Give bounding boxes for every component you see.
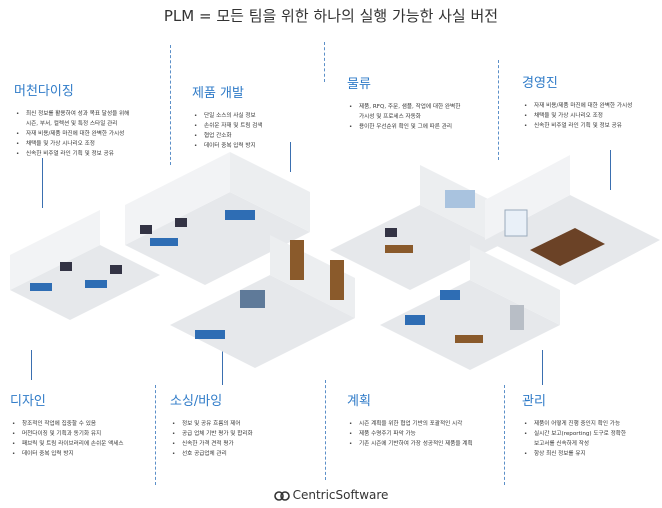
bullet-cont: 시즌, 부서, 컬렉션 및 특정 스타일 관리	[26, 119, 129, 129]
bullet: 공급 업체 기반 평가 및 합리화	[172, 429, 253, 439]
bullet: 채택율 및 가상 시나리오 조정	[524, 111, 632, 121]
executive-room	[485, 155, 660, 285]
bullet: 제품, RFQ, 주문, 샘플, 작업에 대한 완벽한	[349, 102, 460, 112]
section-management: 관리 제품이 어떻게 진행 중인지 확인 가능 실시간 보고(reporting…	[522, 390, 626, 459]
bullet: 데이터 중복 입력 방지	[194, 141, 263, 151]
section-executives: 경영진 자재 비용/제품 마진에 대한 완벽한 가시성 채택율 및 가상 시나리…	[522, 72, 632, 131]
connector-line	[610, 150, 611, 190]
bullet: 데이터 중복 입력 방지	[12, 449, 124, 459]
product-dev-room	[125, 152, 310, 285]
bullet: 자재 비용/제품 마진에 대한 완벽한 가시성	[16, 129, 129, 139]
planning-room	[380, 245, 560, 370]
bullet: 시즌 계획을 위한 협업 기반의 포괄적인 시각	[349, 419, 473, 429]
bullet-text: 시즌, 부서, 컬렉션 및 특정 스타일 관리	[26, 121, 118, 127]
section-heading: 물류	[347, 77, 371, 92]
connector-line	[222, 345, 223, 385]
bullet-cont: 가시성 및 프로세스 자동화	[359, 112, 460, 122]
section-heading: 디자인	[10, 394, 46, 409]
connector-line	[31, 350, 32, 380]
section-logistics: 물류 제품, RFQ, 주문, 샘플, 작업에 대한 완벽한 가시성 및 프로세…	[347, 73, 460, 132]
bullet: 자재 비용/제품 마진에 대한 완벽한 가시성	[524, 101, 632, 111]
divider	[155, 385, 156, 485]
bullet: 머천다이징 및 기획과 동기화 유지	[12, 429, 124, 439]
bullet: 협업 간소화	[194, 131, 263, 141]
page-title: PLM = 모든 팀을 위한 하나의 실행 가능한 사실 버전	[163, 7, 499, 25]
section-heading: 경영진	[522, 76, 558, 91]
section-design: 디자인 창조적인 작업에 집중할 수 있음 머천다이징 및 기획과 동기화 유지…	[10, 390, 124, 459]
section-heading: 제품 개발	[192, 86, 244, 101]
divider	[170, 45, 171, 165]
bullet-cont: 보고서를 신속하게 작성	[534, 439, 626, 449]
section-heading: 관리	[522, 394, 546, 409]
section-heading: 소싱/바잉	[170, 394, 223, 409]
bullet: 창조적인 작업에 집중할 수 있음	[12, 419, 124, 429]
connector-line	[42, 158, 43, 208]
bullet: 단일 소스의 사실 정보	[194, 111, 263, 121]
bullet: 신속한 비주얼 라인 기획 및 정보 공유	[16, 149, 129, 159]
connector-line	[290, 142, 291, 172]
bullet: 손쉬운 자재 및 트림 검색	[194, 121, 263, 131]
section-sourcing-buying: 소싱/바잉 정보 및 공유 흐름의 제어 공급 업체 기반 평가 및 합리화 신…	[170, 390, 253, 459]
bullet: 최신 정보를 활용하여 성과 목표 달성을 위해	[16, 109, 129, 119]
bullet: 제품이 어떻게 진행 중인지 확인 가능	[524, 419, 626, 429]
bullet: 패브릭 및 트림 라이브러리에 손쉬운 액세스	[12, 439, 123, 449]
section-heading: 계획	[347, 394, 371, 409]
centric-software-logo: CentricSoftware	[0, 488, 662, 502]
logo-text: CentricSoftware	[292, 488, 389, 502]
bullet: 기존 시즌에 기반하여 가장 성공적인 제품을 계획	[349, 439, 473, 449]
bullet-text: 보고서를 신속하게 작성	[534, 441, 590, 447]
bullet: 제품 수명주기 파악 가능	[349, 429, 473, 439]
bullet: 선호 공급업체 관리	[172, 449, 253, 459]
section-product-development: 제품 개발 단일 소스의 사실 정보 손쉬운 자재 및 트림 검색 협업 간소화…	[192, 82, 263, 151]
section-heading: 머천다이징	[14, 84, 74, 99]
bullet: 항상 최신 정보를 유지	[524, 449, 626, 459]
connector-line	[542, 350, 543, 385]
bullet: 실시간 보고(reporting) 도구로 정확한	[524, 429, 626, 439]
divider	[504, 385, 505, 485]
bullet: 신속한 가격 견적 평가	[172, 439, 253, 449]
sourcing-room	[170, 235, 355, 368]
logistics-room	[330, 165, 500, 290]
bullet: 신속한 비주얼 라인 기획 및 정보 공유	[524, 121, 632, 131]
section-merchandising: 머천다이징 최신 정보를 활용하여 성과 목표 달성을 위해 시즌, 부서, 컬…	[14, 80, 129, 159]
logo-icon	[273, 490, 290, 501]
divider	[325, 380, 326, 480]
bullet: 정보 및 공유 흐름의 제어	[172, 419, 253, 429]
design-room	[10, 210, 160, 320]
divider	[324, 42, 325, 82]
section-planning: 계획 시즌 계획을 위한 협업 기반의 포괄적인 시각 제품 수명주기 파악 가…	[347, 390, 473, 449]
bullet-text: 가시성 및 프로세스 자동화	[359, 114, 421, 120]
bullet: 채택율 및 가상 시나리오 조정	[16, 139, 129, 149]
divider	[498, 60, 499, 160]
bullet: 용이한 우선순위 확인 및 그에 따른 관리	[349, 122, 460, 132]
